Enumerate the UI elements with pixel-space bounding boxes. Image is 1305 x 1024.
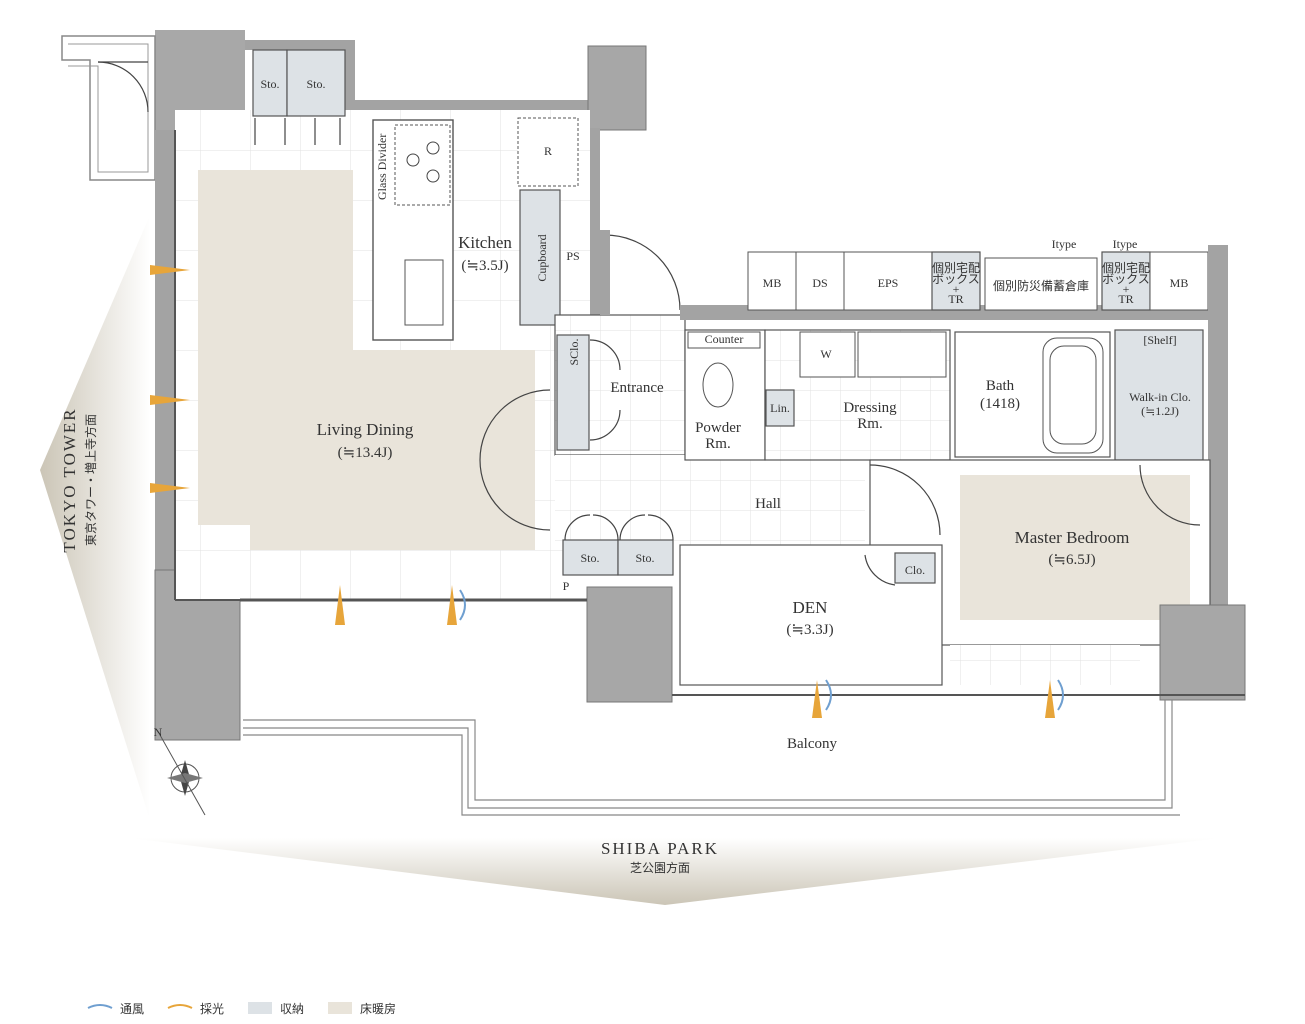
cupboard-label: Cupboard — [535, 234, 549, 281]
balcony-outline — [243, 700, 1166, 801]
shiba-park-label: SHIBA PARK — [601, 839, 719, 858]
delivery-box-label-1d: TR — [948, 292, 963, 306]
entrance-label: Entrance — [610, 380, 664, 396]
light-indicator — [150, 265, 190, 275]
hall-storage-1 — [562, 539, 619, 576]
shiba-park-jp-label: 芝公園方面 — [630, 860, 690, 875]
counter-label: Counter — [705, 332, 744, 346]
eps-label: EPS — [878, 276, 899, 290]
delivery-box-label-2a: 個別宅配 — [1102, 260, 1150, 275]
balcony-label: Balcony — [787, 736, 837, 752]
light-indicator — [812, 680, 822, 718]
powder-label-1: Powder — [695, 420, 741, 436]
legend-storage-label: 収納 — [280, 1002, 304, 1016]
itype-label-1: Itype — [1052, 237, 1077, 251]
dressing-label-2: Rm. — [857, 416, 882, 432]
kitchen-sink — [404, 259, 444, 326]
powder-label-2: Rm. — [705, 436, 730, 452]
refrigerator — [517, 117, 579, 187]
light-indicator — [447, 585, 457, 625]
master-bedroom-name: Master Bedroom — [1015, 528, 1130, 547]
light-indicator — [1045, 680, 1055, 718]
dressing-label-1: Dressing — [843, 400, 897, 416]
hall-sto-label-1: Sto. — [580, 551, 599, 565]
legend-heating-label: 床暖房 — [360, 1001, 396, 1016]
walkin-name: Walk-in Clo. — [1129, 390, 1191, 404]
p-label: P — [563, 579, 570, 593]
den-area: (≒3.3J) — [786, 622, 833, 638]
tokyo-tower-jp-label: 東京タワー・増上寺方面 — [83, 414, 98, 546]
legend-light-label: 採光 — [200, 1002, 224, 1016]
delivery-box-label-2b: ボックス — [1102, 272, 1150, 286]
mb-label-1: MB — [763, 276, 782, 290]
ventilation-indicator — [825, 679, 832, 711]
sto-label-2: Sto. — [306, 77, 325, 91]
hall-area — [555, 455, 865, 545]
cupboard — [519, 189, 561, 326]
legend-ventilation-label: 通風 — [120, 1002, 144, 1016]
den-closet — [894, 552, 936, 584]
ventilation-indicator — [1057, 679, 1064, 711]
shelf-label: [Shelf] — [1143, 333, 1176, 347]
floor-heating-dining — [250, 350, 535, 550]
bath-name: Bath — [986, 378, 1015, 394]
delivery-box-label-1b: ボックス — [932, 272, 980, 286]
delivery-box-label-1c: + — [953, 282, 960, 296]
disaster-storage-label: 個別防災備蓄倉庫 — [993, 278, 1089, 293]
shoe-closet — [556, 334, 590, 451]
tokyo-tower-label: TOKYO TOWER — [60, 407, 79, 552]
living-dining-area: (≒13.4J) — [338, 445, 393, 461]
sto-label-1: Sto. — [260, 77, 279, 91]
left-direction-arrow — [40, 215, 150, 820]
hall-storage-2 — [617, 539, 674, 576]
hall-label: Hall — [755, 496, 781, 512]
floor-heating-master — [960, 475, 1190, 620]
stove — [394, 124, 451, 206]
itype-label-2: Itype — [1113, 237, 1138, 251]
kitchen-area: (≒3.5J) — [461, 258, 508, 274]
refrigerator-label: R — [544, 144, 552, 158]
master-bedroom-area: (≒6.5J) — [1048, 552, 1095, 568]
light-indicator — [150, 395, 190, 405]
delivery-box-label-2c: + — [1123, 282, 1130, 296]
walk-in-closet — [1114, 329, 1204, 461]
ds-label: DS — [812, 276, 827, 290]
compass-icon: N — [154, 725, 206, 816]
clo-label: Clo. — [905, 563, 925, 577]
light-indicator — [150, 483, 190, 493]
delivery-box-label-2d: TR — [1118, 292, 1133, 306]
walkin-area: (≒1.2J) — [1141, 404, 1179, 418]
lin-label: Lin. — [770, 401, 790, 415]
north-label: N — [154, 725, 163, 739]
delivery-box-label-1a: 個別宅配 — [932, 260, 980, 275]
kitchen-name: Kitchen — [458, 233, 512, 252]
ventilation-indicator — [459, 589, 466, 621]
den-name: DEN — [793, 598, 828, 617]
legend-heating-swatch — [328, 1002, 352, 1014]
legend: 通風 採光 収納 床暖房 — [87, 1001, 396, 1016]
mb-label-2: MB — [1170, 276, 1189, 290]
legend-ventilation-swatch — [87, 1004, 113, 1009]
living-dining-name: Living Dining — [317, 420, 414, 439]
legend-storage-swatch — [248, 1002, 272, 1014]
light-indicator — [335, 585, 345, 625]
bottom-direction-arrow — [130, 838, 1220, 905]
hall-sto-label-2: Sto. — [635, 551, 654, 565]
linen-closet — [765, 389, 795, 427]
ps-label-kitchen: PS — [566, 249, 579, 263]
glass-divider-label: Glass Divider — [375, 134, 389, 200]
washer-label: W — [820, 347, 832, 361]
legend-light-swatch — [167, 1004, 193, 1009]
bath-size: (1418) — [980, 396, 1020, 412]
storage-sto-2 — [286, 49, 346, 117]
sclo-label: SClo. — [567, 338, 581, 365]
